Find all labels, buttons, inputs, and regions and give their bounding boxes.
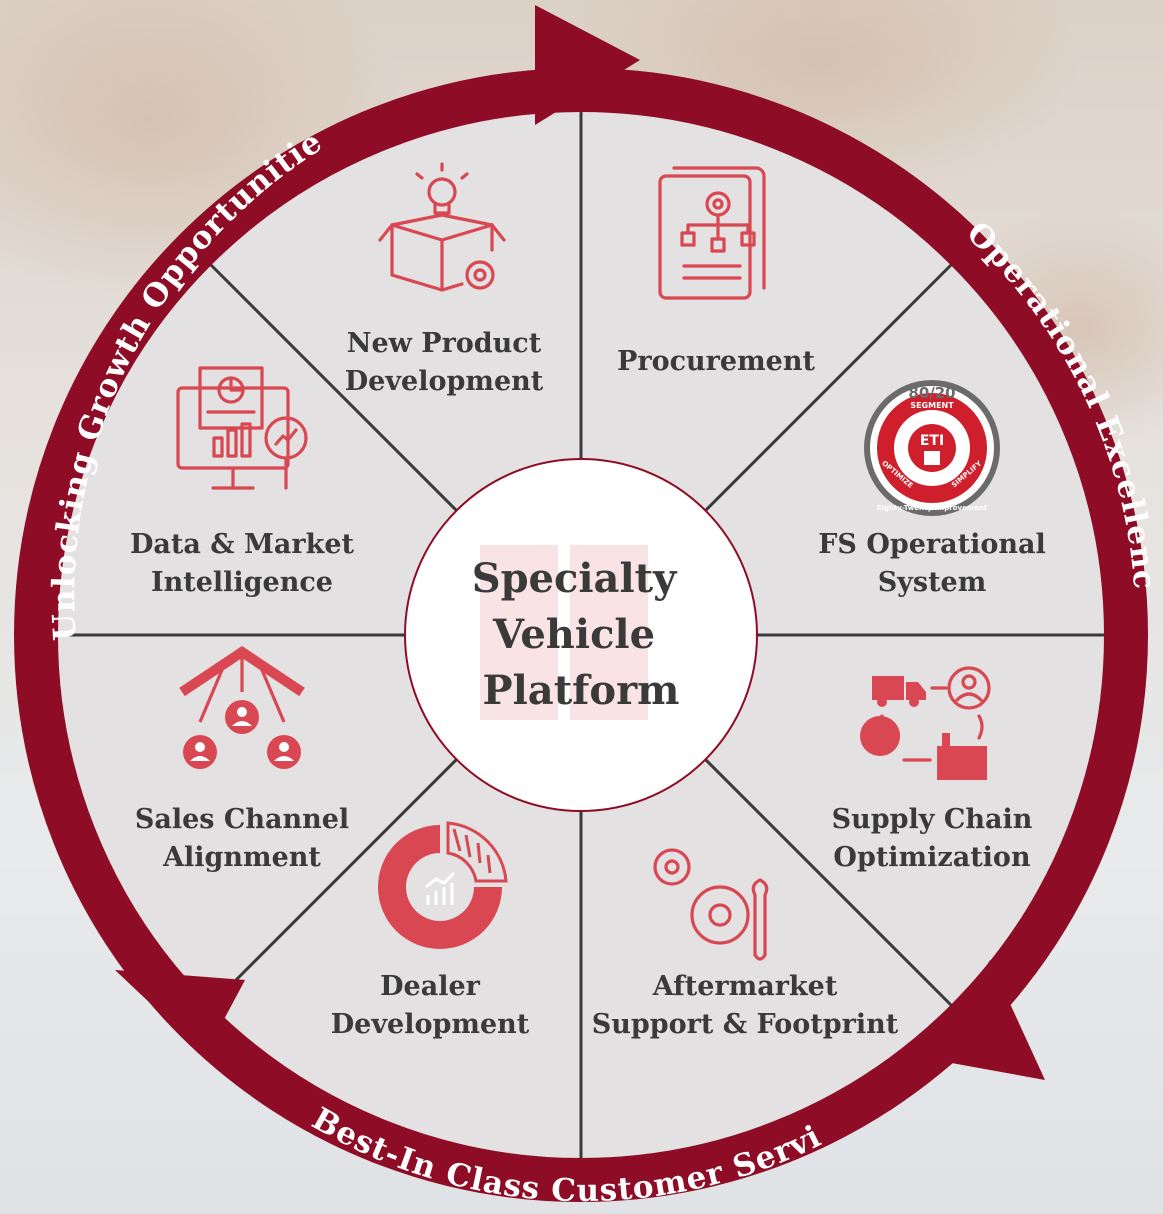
document-flowchart-gear-icon xyxy=(658,166,766,300)
monitor-analytics-magnifier-icon xyxy=(176,366,308,490)
svg-text:ETI: ETI xyxy=(920,433,944,449)
arrowhead-bottom-right xyxy=(935,960,1045,1080)
svg-text:80/20: 80/20 xyxy=(908,384,955,402)
box-lightbulb-gear-icon xyxy=(378,162,506,292)
watermark-logo xyxy=(480,545,648,720)
gears-wrench-icon xyxy=(653,848,769,961)
svg-text:SEGMENT: SEGMENT xyxy=(910,401,954,410)
ring-arrowheads xyxy=(115,5,1045,1080)
donut-chart-growth-icon xyxy=(378,821,508,949)
truck-person-factory-gear-icon xyxy=(860,666,991,780)
arrowhead-top xyxy=(535,5,640,125)
center-title: Specialty Vehicle Platform xyxy=(472,555,691,714)
arrowhead-bottom-left xyxy=(115,970,245,1055)
svg-text:Eighty-Twenty Improvement: Eighty-Twenty Improvement xyxy=(877,504,988,512)
people-network-roof-icon xyxy=(179,645,305,769)
center-hub: Specialty Vehicle Platform xyxy=(404,458,758,812)
segment-label-procurement: Procurement xyxy=(617,346,815,377)
eti-8020-badge-icon: 80/20 SEGMENT OPTIMIZE SIMPLIFY ETI Eigh… xyxy=(864,380,1000,516)
